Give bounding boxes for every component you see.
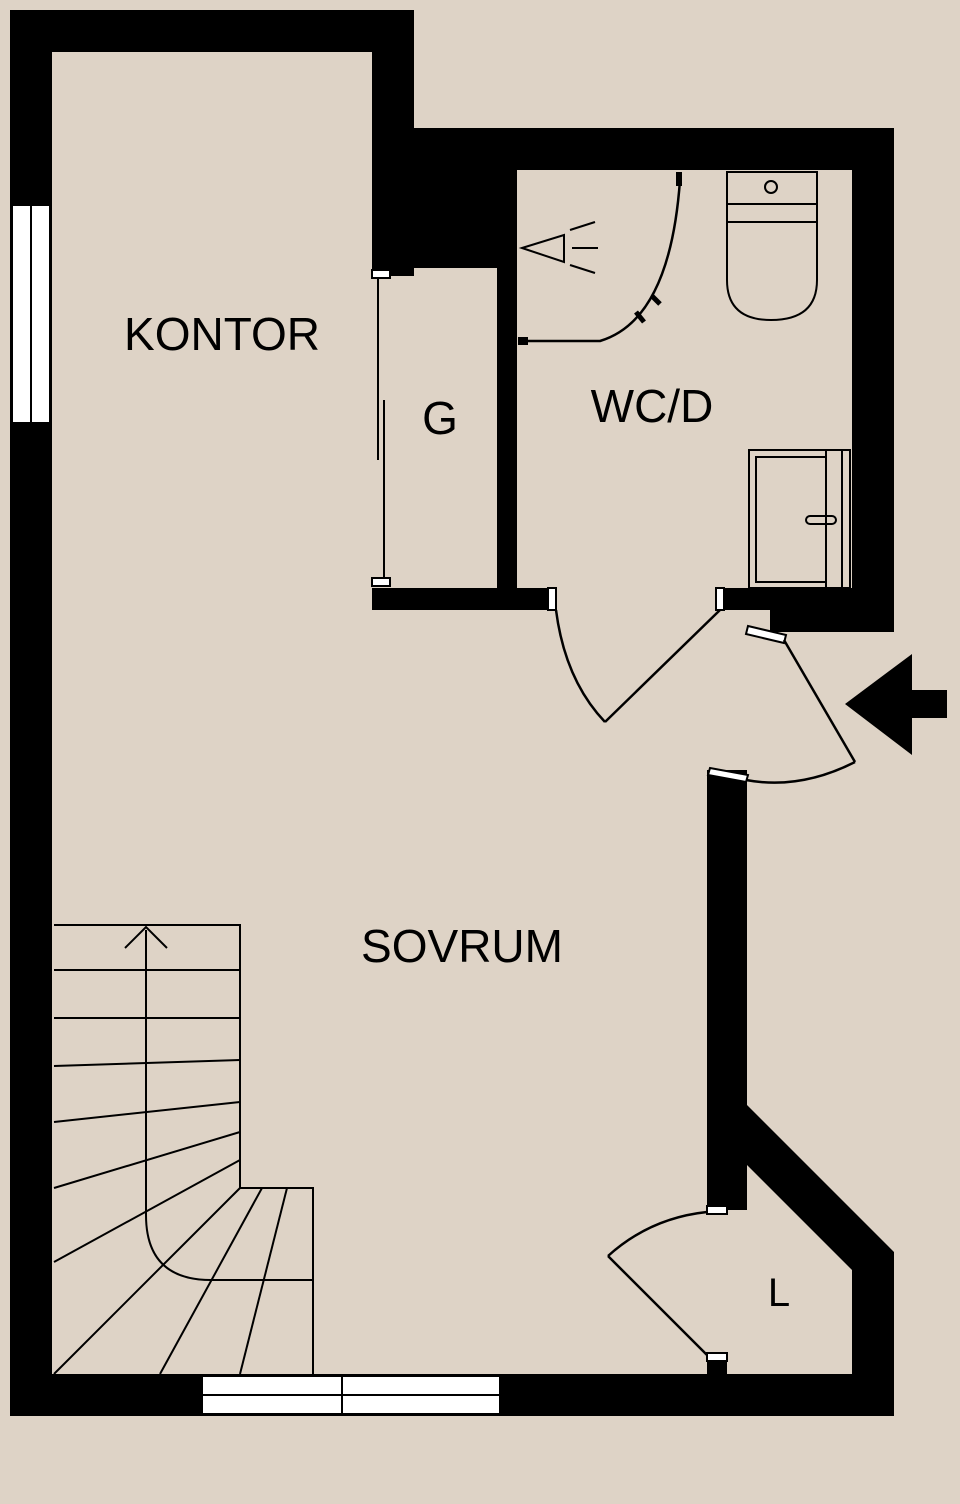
stairs <box>53 924 314 1375</box>
room-label-sovrum: SOVRUM <box>361 920 563 972</box>
room-label-g: G <box>422 392 458 444</box>
toilet-icon <box>726 171 818 322</box>
entrance-door <box>706 624 857 784</box>
sink-icon <box>748 449 851 589</box>
stairs-up-arrow-icon <box>124 925 313 1281</box>
shower-icon <box>518 172 682 345</box>
room-label-l: L <box>768 1271 790 1315</box>
room-label-wc: WC/D <box>591 380 714 432</box>
windows <box>11 204 501 1415</box>
l-door <box>607 1205 728 1362</box>
closet-sliding-doors <box>371 269 391 587</box>
wc-door <box>547 587 725 723</box>
room-label-kontor: KONTOR <box>124 308 320 360</box>
entrance-arrow-icon <box>845 654 947 755</box>
walls <box>10 10 894 1416</box>
